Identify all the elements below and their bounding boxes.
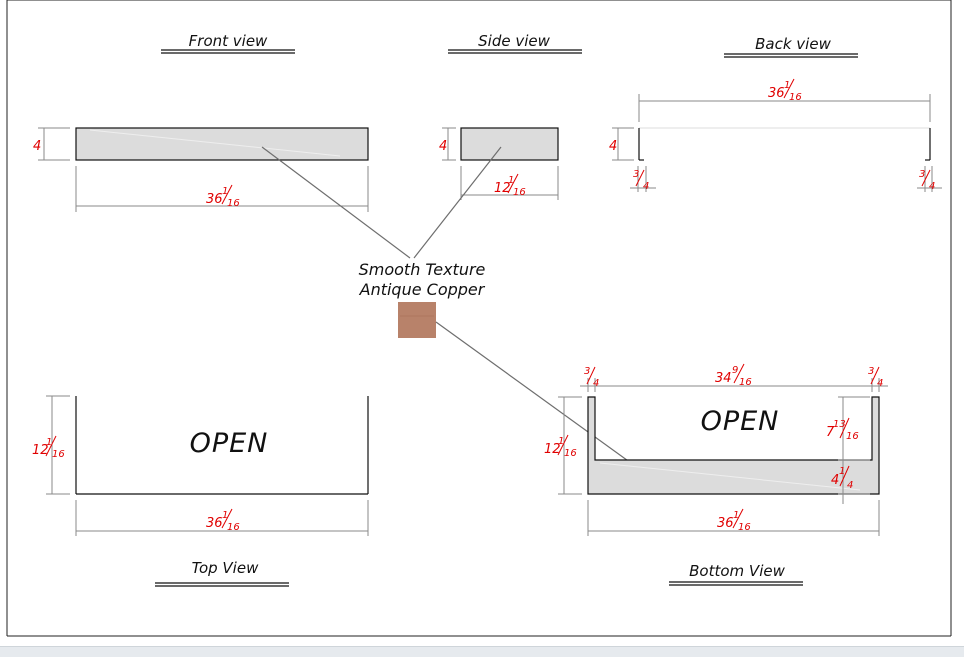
- side-height-dim: 4: [439, 139, 447, 154]
- svg-text:9: 9: [732, 365, 738, 376]
- svg-text:4: 4: [831, 473, 839, 488]
- copper-swatch: [398, 302, 436, 338]
- svg-text:4: 4: [877, 378, 883, 389]
- svg-text:7: 7: [826, 425, 835, 440]
- svg-text:1: 1: [222, 186, 228, 197]
- svg-text:3: 3: [868, 366, 874, 377]
- svg-text:16: 16: [513, 187, 526, 198]
- svg-text:1: 1: [222, 510, 228, 521]
- bottom-right-wall-dim: 3 4: [868, 366, 883, 389]
- svg-text:16: 16: [227, 198, 240, 209]
- svg-text:16: 16: [789, 92, 802, 103]
- material-finish-label: Antique Copper: [359, 280, 486, 299]
- bottom-view: OPEN 3 4 34 9 16 3 4 12 1: [544, 363, 888, 586]
- svg-text:13: 13: [833, 419, 846, 430]
- svg-text:4: 4: [643, 181, 649, 192]
- front-height-dim: 4: [33, 139, 41, 154]
- svg-text:12: 12: [544, 442, 561, 457]
- svg-text:3: 3: [633, 169, 639, 180]
- svg-text:3: 3: [919, 169, 925, 180]
- bottom-width-dim: 36 1 16: [717, 508, 751, 533]
- front-view: Front view 4 36 1 16: [33, 32, 369, 212]
- svg-text:16: 16: [738, 522, 751, 533]
- back-view-title: Back view: [755, 35, 831, 53]
- svg-text:3: 3: [584, 366, 590, 377]
- svg-text:16: 16: [52, 449, 65, 460]
- bottom-lip-height-dim: 4 1 4: [831, 465, 853, 491]
- back-width-dim: 36 1 16: [768, 78, 802, 103]
- side-depth-dim: 12 1 16: [494, 173, 526, 198]
- svg-text:36: 36: [206, 516, 223, 531]
- bottom-view-open-label: OPEN: [701, 406, 780, 437]
- bottom-left-wall-dim: 3 4: [584, 366, 599, 389]
- window-footer-strip: [0, 646, 964, 657]
- svg-text:1: 1: [784, 80, 790, 91]
- front-width-dim: 36 1 16: [206, 184, 240, 209]
- bottom-depth-dim: 12 1 16: [544, 434, 577, 459]
- back-view: Back view 36 1 16 4 3 4: [609, 35, 942, 192]
- back-height-dim: 4: [609, 139, 617, 154]
- svg-text:1: 1: [839, 466, 845, 477]
- svg-text:34: 34: [715, 371, 732, 386]
- side-view: Side view 4 12 1 16: [439, 32, 582, 200]
- top-width-dim: 36 1 16: [206, 508, 240, 533]
- svg-text:36: 36: [717, 516, 734, 531]
- svg-text:1: 1: [508, 175, 514, 186]
- side-view-face: [460, 127, 559, 161]
- material-texture-label: Smooth Texture: [359, 260, 486, 279]
- bottom-view-title: Bottom View: [689, 562, 785, 580]
- svg-text:16: 16: [739, 377, 752, 388]
- page-border: [6, 0, 952, 637]
- top-view: OPEN 12 1 16 36 1 16 Top View: [32, 395, 369, 587]
- svg-text:16: 16: [846, 431, 859, 442]
- bottom-open-height-dim: 7 13 16: [826, 417, 859, 442]
- bottom-inner-width-dim: 34 9 16: [715, 363, 752, 388]
- top-view-open-label: OPEN: [190, 428, 269, 459]
- material-callout: Smooth Texture Antique Copper: [261, 146, 643, 472]
- top-depth-dim: 12 1 16: [32, 435, 65, 460]
- svg-text:16: 16: [227, 522, 240, 533]
- svg-text:16: 16: [564, 448, 577, 459]
- side-view-title: Side view: [478, 32, 550, 50]
- back-left-wall-dim: 3 4: [633, 169, 649, 192]
- svg-text:4: 4: [847, 480, 853, 491]
- svg-text:4: 4: [929, 181, 935, 192]
- top-view-title: Top View: [192, 559, 259, 577]
- svg-text:36: 36: [206, 192, 223, 207]
- back-right-wall-dim: 3 4: [919, 169, 935, 192]
- svg-text:12: 12: [494, 181, 511, 196]
- svg-text:4: 4: [593, 378, 599, 389]
- svg-text:1: 1: [733, 510, 739, 521]
- svg-text:1: 1: [46, 437, 52, 448]
- svg-text:1: 1: [558, 436, 564, 447]
- front-view-title: Front view: [189, 32, 268, 50]
- svg-text:12: 12: [32, 443, 49, 458]
- svg-text:36: 36: [768, 86, 785, 101]
